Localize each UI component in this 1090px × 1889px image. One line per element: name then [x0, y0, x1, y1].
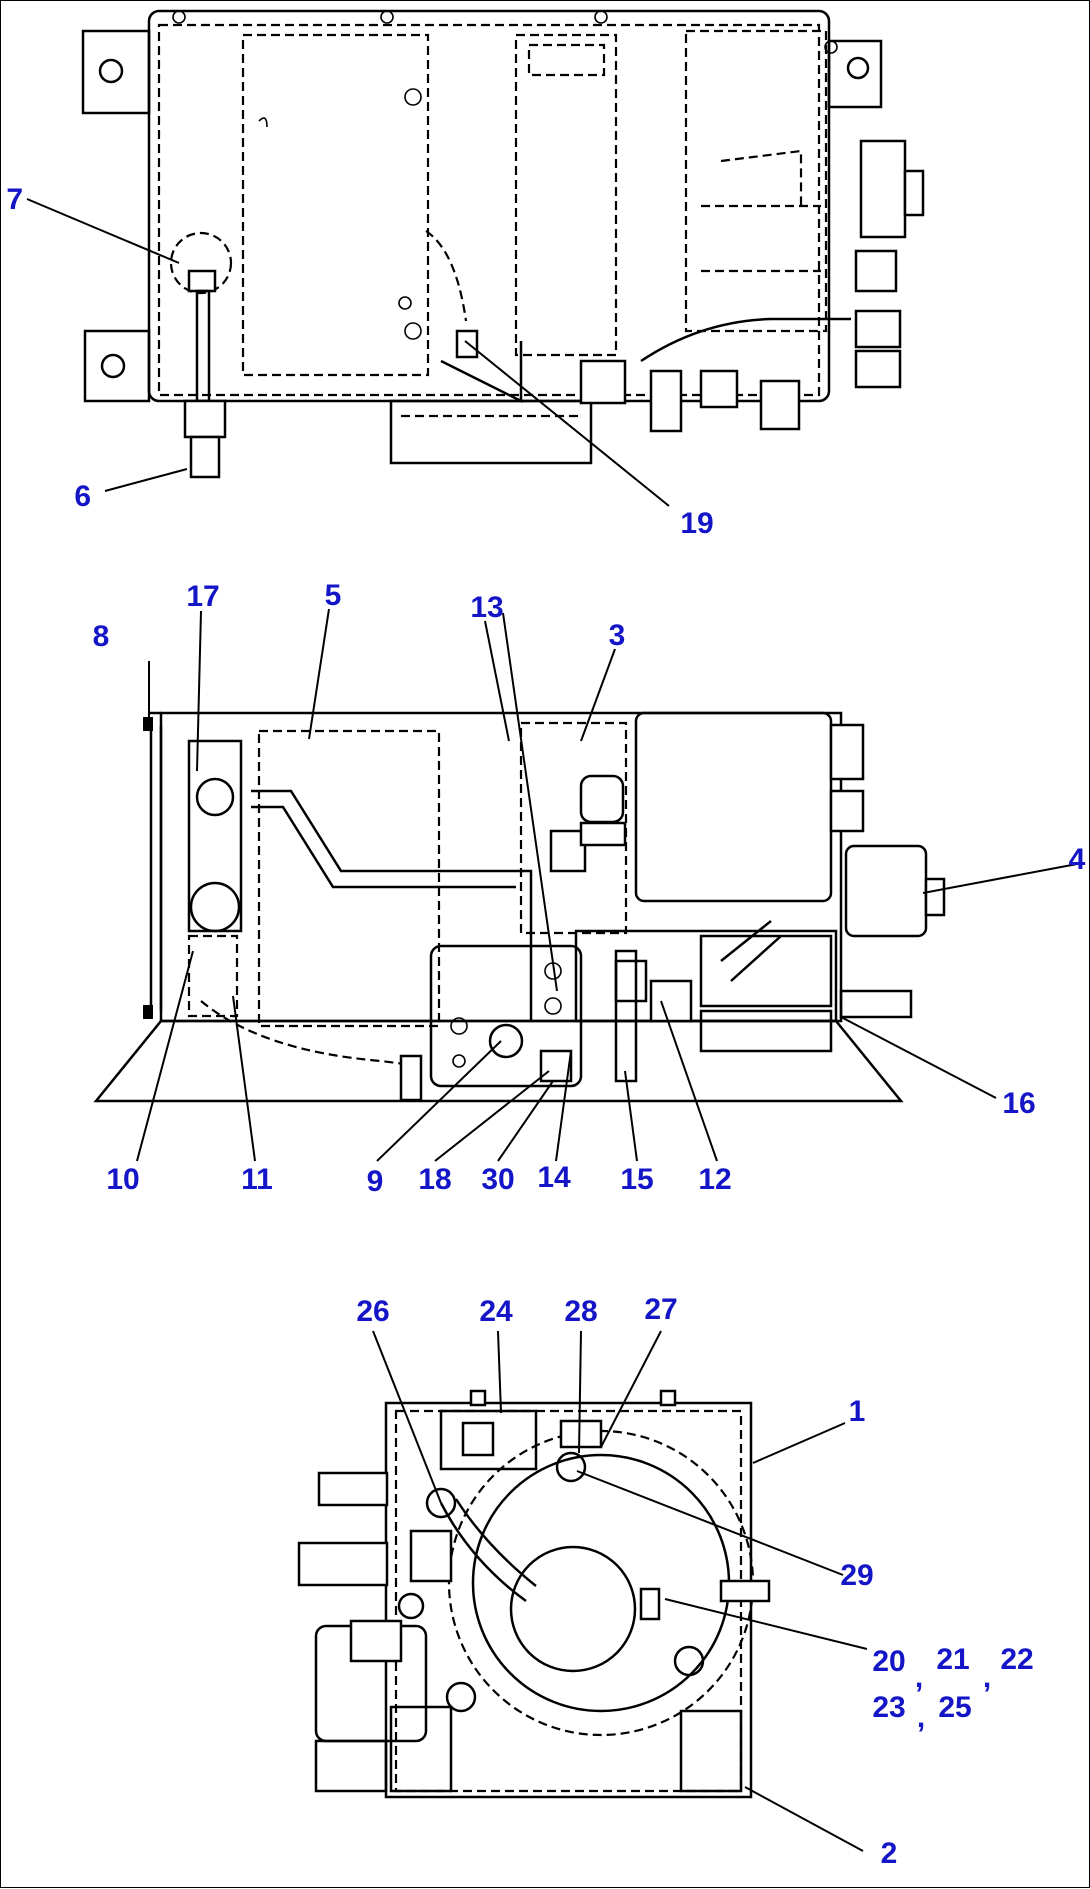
callout-26: 26: [356, 1295, 389, 1328]
drain-fitting: [183, 399, 227, 439]
pump-motor: [509, 1545, 637, 1673]
callout-1: 1: [849, 1395, 866, 1428]
callout-6: 6: [74, 480, 91, 513]
callout-15: 15: [620, 1163, 653, 1196]
callout-labels: 7 6 19 8 17 5 13 3 4 16 10 11 9 18 30 14…: [6, 183, 1085, 1870]
callout-17: 17: [186, 580, 219, 613]
fitting-upper-left: [317, 1471, 389, 1507]
lower-right-assembly: [574, 929, 838, 1023]
fitting-lower-left: [297, 1541, 389, 1587]
callout-3: 3: [609, 619, 626, 652]
pump-flange: [447, 1429, 755, 1737]
callout-7: 7: [6, 183, 23, 216]
callout-8: 8: [93, 620, 110, 653]
bottom-view: [297, 1389, 771, 1799]
separator-comma-3: ,: [917, 1701, 925, 1734]
callout-19: 19: [680, 507, 713, 540]
callout-14: 14: [537, 1161, 571, 1194]
separator-comma-2: ,: [983, 1661, 991, 1694]
callout-2: 2: [881, 1837, 898, 1870]
top-view: [81, 9, 925, 479]
inner-duct: [514, 33, 618, 357]
bottom-bracket: [389, 399, 593, 465]
callout-12: 12: [698, 1163, 731, 1196]
mount-tab-top-left: [81, 29, 151, 115]
mount-tab-top-right: [827, 39, 883, 109]
callout-13: 13: [470, 591, 503, 624]
callout-9: 9: [367, 1165, 384, 1198]
solenoid-4: [844, 844, 928, 938]
base-plate: [93, 1019, 904, 1103]
callout-30: 30: [481, 1163, 514, 1196]
junction-box: [429, 944, 583, 1088]
side-view: [93, 711, 946, 1103]
callout-16: 16: [1002, 1087, 1035, 1120]
relay-24: [439, 1409, 538, 1471]
motor-block: [634, 711, 833, 903]
callout-28: 28: [564, 1295, 597, 1328]
inner-panel-right: [684, 29, 828, 333]
callout-21: 21: [936, 1643, 969, 1676]
callout-22: 22: [1000, 1643, 1033, 1676]
right-connector-lower: [854, 309, 902, 349]
panel-5: [257, 729, 441, 1028]
callout-24: 24: [479, 1295, 513, 1328]
callout-23: 23: [872, 1691, 905, 1724]
right-connector-upper: [859, 139, 907, 239]
callout-10: 10: [106, 1163, 139, 1196]
callout-20: 20: [872, 1645, 905, 1678]
callout-5: 5: [325, 579, 342, 612]
callout-18: 18: [418, 1163, 451, 1196]
callout-4: 4: [1069, 843, 1086, 876]
callout-27: 27: [644, 1293, 677, 1326]
callout-11: 11: [241, 1163, 273, 1196]
leader-lines: [26, 198, 1078, 1852]
separator-comma-1: ,: [915, 1661, 923, 1694]
inner-panel-left: [241, 33, 430, 377]
callout-29: 29: [840, 1559, 873, 1592]
mount-tab-bottom-left: [83, 329, 151, 403]
callout-25: 25: [938, 1691, 971, 1724]
filler-cap: [169, 231, 233, 295]
